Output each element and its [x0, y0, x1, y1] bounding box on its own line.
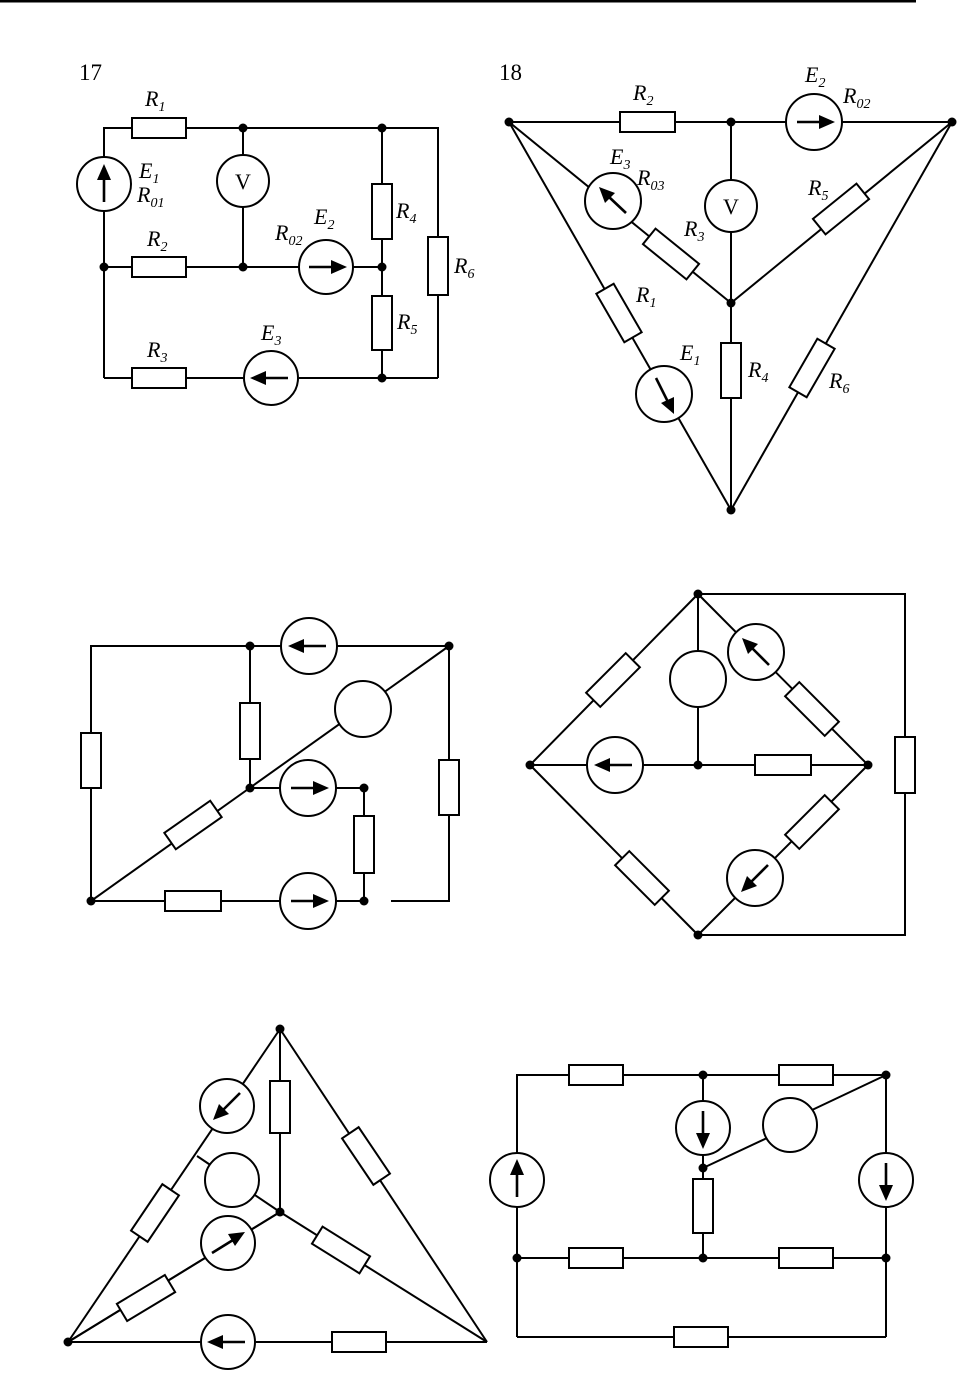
circuit-17: 17: [77, 60, 474, 405]
source-bottom-19: [280, 873, 336, 929]
resistor-bottom-19: [165, 891, 221, 911]
label-r6: R6: [453, 253, 474, 282]
label-e1: E1: [679, 340, 700, 369]
resistor-left-edge-21: [131, 1184, 179, 1242]
resistor-r6: [789, 339, 834, 397]
label-r6: R6: [828, 368, 849, 397]
source-e2: [299, 240, 353, 294]
voltmeter-17: V: [217, 155, 269, 207]
source-e2: [786, 94, 842, 150]
resistor-vertical-21: [270, 1081, 290, 1133]
meter-diagonal-19: [335, 681, 391, 737]
source-inner-21: [201, 1216, 255, 1270]
resistor-middle-right-22: [779, 1248, 833, 1268]
source-middle-20: [587, 737, 643, 793]
resistor-center-22: [693, 1179, 713, 1233]
source-middle-19: [280, 760, 336, 816]
resistor-bottom-22: [674, 1327, 728, 1347]
label-r02: R02: [274, 220, 302, 249]
source-right-22: [859, 1153, 913, 1207]
label-r3: R3: [146, 337, 167, 366]
resistor-r3: [132, 368, 186, 388]
svg-text:V: V: [235, 169, 251, 194]
resistor-r5: [372, 296, 392, 350]
label-r02: R02: [842, 83, 870, 112]
resistor-center-vertical-19: [240, 703, 260, 759]
source-e1: [77, 157, 131, 211]
resistor-r4: [721, 343, 741, 398]
resistor-middle-20: [755, 755, 811, 775]
label-r4: R4: [395, 198, 416, 227]
source-left-22: [490, 1153, 544, 1207]
label-r01: R01: [136, 182, 164, 211]
label-r5: R5: [396, 309, 417, 338]
label-e3: E3: [609, 144, 630, 173]
resistor-r1: [132, 118, 186, 138]
circuit-19: [81, 618, 459, 929]
wires-19: [91, 646, 449, 901]
resistor-lower-left-21: [117, 1275, 175, 1321]
label-r03: R03: [636, 165, 664, 194]
circuit-22: [490, 1065, 913, 1347]
problem-number-17: 17: [79, 60, 102, 85]
source-bottom-right-20: [727, 850, 783, 906]
resistor-r2: [620, 112, 675, 132]
label-e3: E3: [260, 320, 281, 349]
resistor-r6: [428, 237, 448, 295]
resistor-top-left-20: [586, 653, 640, 707]
source-top-19: [281, 618, 337, 674]
resistor-diagonal-19: [164, 801, 221, 850]
resistor-top-left-22: [569, 1065, 623, 1085]
source-bottom-21: [201, 1315, 255, 1369]
resistor-bottom-left-20: [615, 851, 669, 905]
meter-inner-21: [205, 1153, 259, 1207]
resistor-middle-left-22: [569, 1248, 623, 1268]
resistor-inner-19: [354, 816, 374, 873]
resistor-bottom-21: [332, 1332, 386, 1352]
label-r2: R2: [146, 226, 167, 255]
resistor-top-right-20: [785, 682, 839, 736]
meter-diagonal-22: [763, 1098, 817, 1152]
source-e1: [636, 366, 692, 422]
voltmeter-18: V: [705, 180, 757, 232]
label-r2: R2: [632, 80, 653, 109]
meter-vertical-20: [670, 651, 726, 707]
problem-number-18: 18: [499, 60, 522, 85]
label-r5: R5: [807, 175, 828, 204]
resistor-r2: [132, 257, 186, 277]
source-center-22: [676, 1101, 730, 1155]
circuit-21: [64, 1025, 488, 1370]
source-upper-left-21: [200, 1079, 254, 1133]
svg-text:V: V: [723, 194, 739, 219]
label-r1: R1: [635, 282, 656, 311]
resistor-top-right-22: [779, 1065, 833, 1085]
circuit-20: [526, 590, 916, 940]
label-r1: R1: [144, 86, 165, 115]
label-e2: E2: [804, 62, 825, 91]
resistor-lower-right-21: [312, 1227, 370, 1274]
circuit-18: 18: [499, 60, 957, 515]
resistor-r1: [596, 284, 641, 342]
label-r3: R3: [683, 216, 704, 245]
resistor-left-19: [81, 733, 101, 788]
source-e3: [244, 351, 298, 405]
label-r4: R4: [747, 357, 768, 386]
resistor-right-19: [439, 760, 459, 815]
resistor-right-20: [895, 737, 915, 793]
label-e2: E2: [313, 204, 334, 233]
resistor-bottom-right-20: [785, 795, 839, 849]
resistor-r4: [372, 184, 392, 239]
source-top-right-20: [728, 624, 784, 680]
source-e3: [585, 173, 641, 229]
resistor-right-edge-21: [342, 1127, 390, 1185]
